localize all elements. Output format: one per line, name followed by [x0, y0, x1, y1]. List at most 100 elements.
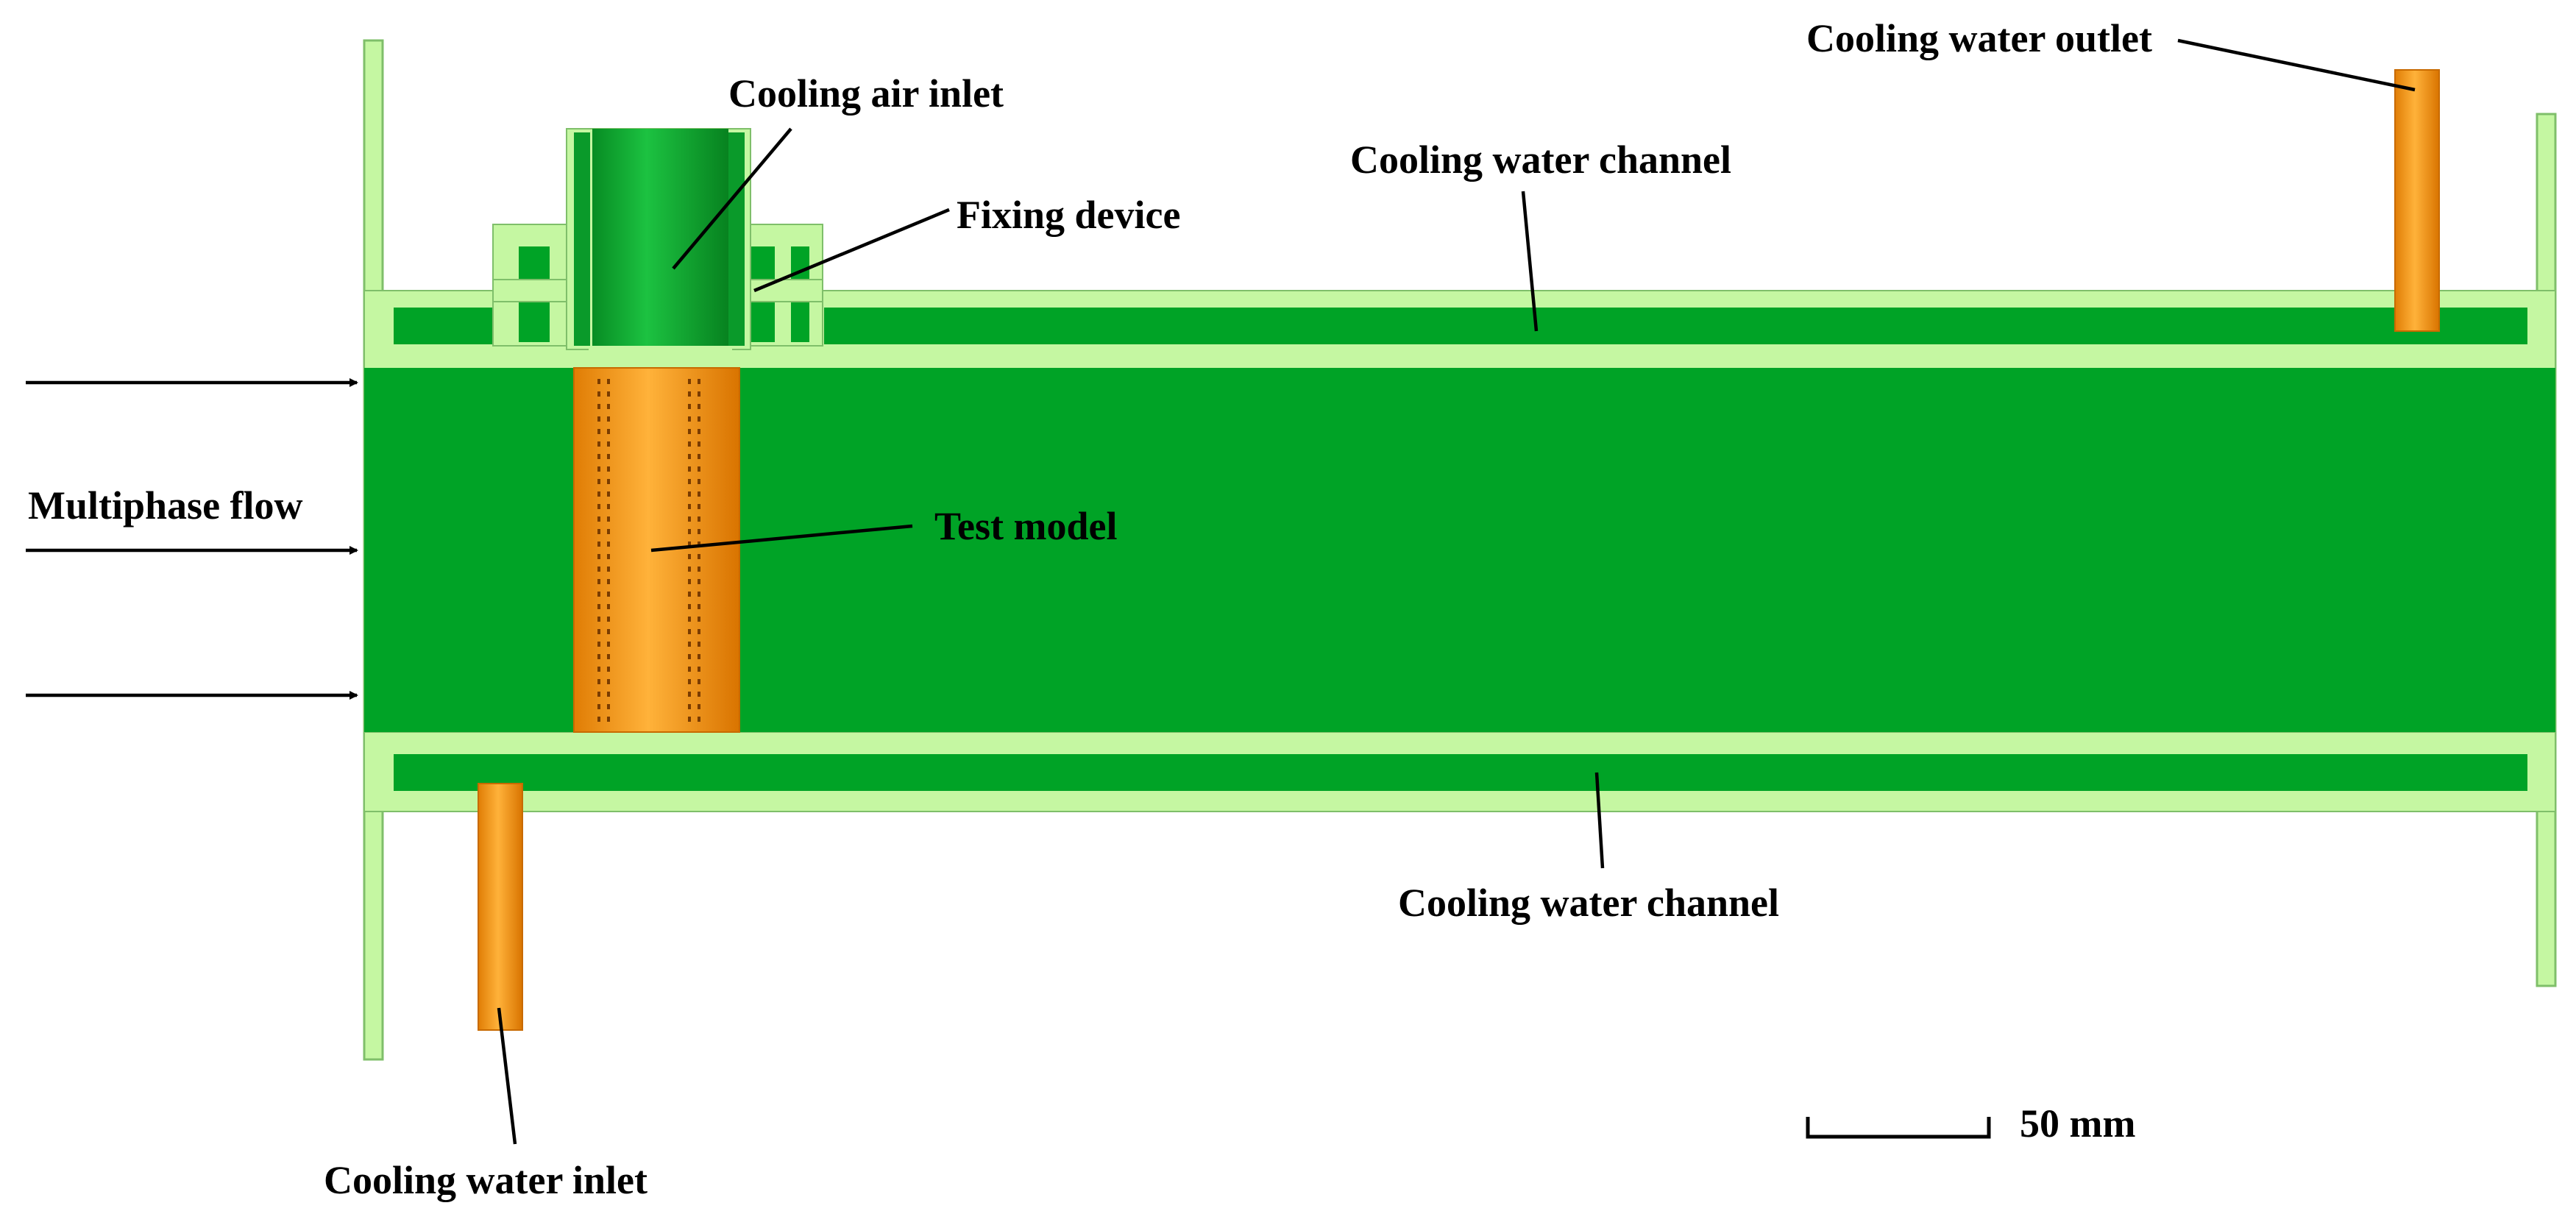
test-model-hole	[688, 441, 691, 447]
test-model-hole	[597, 466, 600, 472]
label-fixing-device: Fixing device	[957, 193, 1180, 237]
test-model-hole	[698, 466, 700, 472]
test-model-hole	[607, 654, 610, 659]
test-model-hole	[698, 554, 700, 559]
test-model-hole	[597, 717, 600, 722]
test-model-hole	[698, 604, 700, 609]
test-model-hole	[698, 516, 700, 522]
test-model-hole	[698, 441, 700, 447]
test-model-hole	[607, 679, 610, 684]
cooling-water-inlet-pipe	[478, 783, 523, 1031]
test-model-hole	[597, 429, 600, 434]
test-model-hole	[607, 379, 610, 384]
test-model-hole	[597, 491, 600, 497]
test-model-hole	[698, 479, 700, 484]
leader-lines	[497, 38, 2416, 1145]
test-model-hole	[688, 404, 691, 409]
test-model-hole	[607, 391, 610, 397]
test-model-hole	[688, 704, 691, 709]
test-model-hole	[688, 717, 691, 722]
test-model-hole	[607, 529, 610, 534]
test-model-hole	[688, 416, 691, 422]
test-model-hole	[698, 717, 700, 722]
test-model-hole	[607, 554, 610, 559]
flow-arrows	[26, 378, 358, 700]
test-model-hole	[698, 404, 700, 409]
test-model-hole	[607, 542, 610, 547]
test-model-hole	[597, 617, 600, 622]
test-model-hole	[597, 704, 600, 709]
test-model-hole	[607, 642, 610, 647]
test-model-hole	[688, 592, 691, 597]
test-model-hole	[607, 692, 610, 697]
test-model-hole	[698, 617, 700, 622]
test-model-hole	[597, 579, 600, 584]
test-model-hole	[698, 491, 700, 497]
test-model-hole	[607, 667, 610, 672]
test-model-holes	[597, 379, 700, 722]
test-model-hole	[698, 567, 700, 572]
test-model-hole	[698, 429, 700, 434]
test-model-hole	[607, 629, 610, 634]
test-model-hole	[597, 692, 600, 697]
test-model-hole	[597, 642, 600, 647]
test-model-hole	[607, 717, 610, 722]
test-model-hole	[688, 667, 691, 672]
test-model-hole	[688, 604, 691, 609]
scale-bar: 50 mm	[1806, 1101, 2135, 1146]
test-model-hole	[607, 491, 610, 497]
test-model-hole	[597, 416, 600, 422]
test-model-hole	[607, 516, 610, 522]
test-model-hole	[607, 579, 610, 584]
bottom-cooling-jacket	[363, 731, 2556, 812]
test-model-hole	[607, 479, 610, 484]
leader-cooling-water-outlet	[2177, 38, 2416, 92]
test-model-hole	[607, 592, 610, 597]
scale-bar-label: 50 mm	[2020, 1101, 2135, 1146]
test-model-hole	[607, 416, 610, 422]
test-model-hole	[607, 441, 610, 447]
test-model-hole	[698, 504, 700, 509]
leader-cooling-water-inlet	[497, 1007, 517, 1145]
test-model-hole	[597, 542, 600, 547]
test-model-hole	[688, 479, 691, 484]
test-model-hole	[688, 504, 691, 509]
test-model-hole	[597, 592, 600, 597]
label-cooling-water-channel-bottom: Cooling water channel	[1398, 881, 1779, 925]
test-model-hole	[688, 491, 691, 497]
test-model-hole	[698, 416, 700, 422]
test-model-hole	[688, 429, 691, 434]
test-model-hole	[597, 441, 600, 447]
test-model-hole	[607, 404, 610, 409]
test-model-hole	[597, 567, 600, 572]
test-model-hole	[698, 379, 700, 384]
test-model-hole	[607, 617, 610, 622]
test-model-hole	[688, 579, 691, 584]
test-model-hole	[607, 466, 610, 472]
test-model-hole	[597, 391, 600, 397]
test-model-hole	[698, 642, 700, 647]
leader-fixing-device	[753, 207, 950, 293]
leader-cooling-water-channel-bottom	[1594, 772, 1605, 869]
test-model-hole	[597, 529, 600, 534]
test-model-hole	[688, 516, 691, 522]
test-model-hole	[688, 554, 691, 559]
test-model-hole	[688, 679, 691, 684]
leader-test-model	[650, 524, 913, 553]
test-model-hole	[698, 529, 700, 534]
test-model-hole	[607, 567, 610, 572]
test-model-hole	[698, 667, 700, 672]
test-model-hole	[597, 667, 600, 672]
label-test-model: Test model	[934, 504, 1118, 548]
test-model-hole	[688, 617, 691, 622]
test-model-hole	[597, 629, 600, 634]
test-model-hole	[597, 654, 600, 659]
test-model-hole	[698, 542, 700, 547]
test-model-hole	[607, 429, 610, 434]
test-model-hole	[688, 629, 691, 634]
label-multiphase-flow: Multiphase flow	[28, 483, 303, 528]
cooling-air-inlet-pipe	[566, 128, 751, 368]
test-model-hole	[688, 466, 691, 472]
test-model-hole	[698, 692, 700, 697]
